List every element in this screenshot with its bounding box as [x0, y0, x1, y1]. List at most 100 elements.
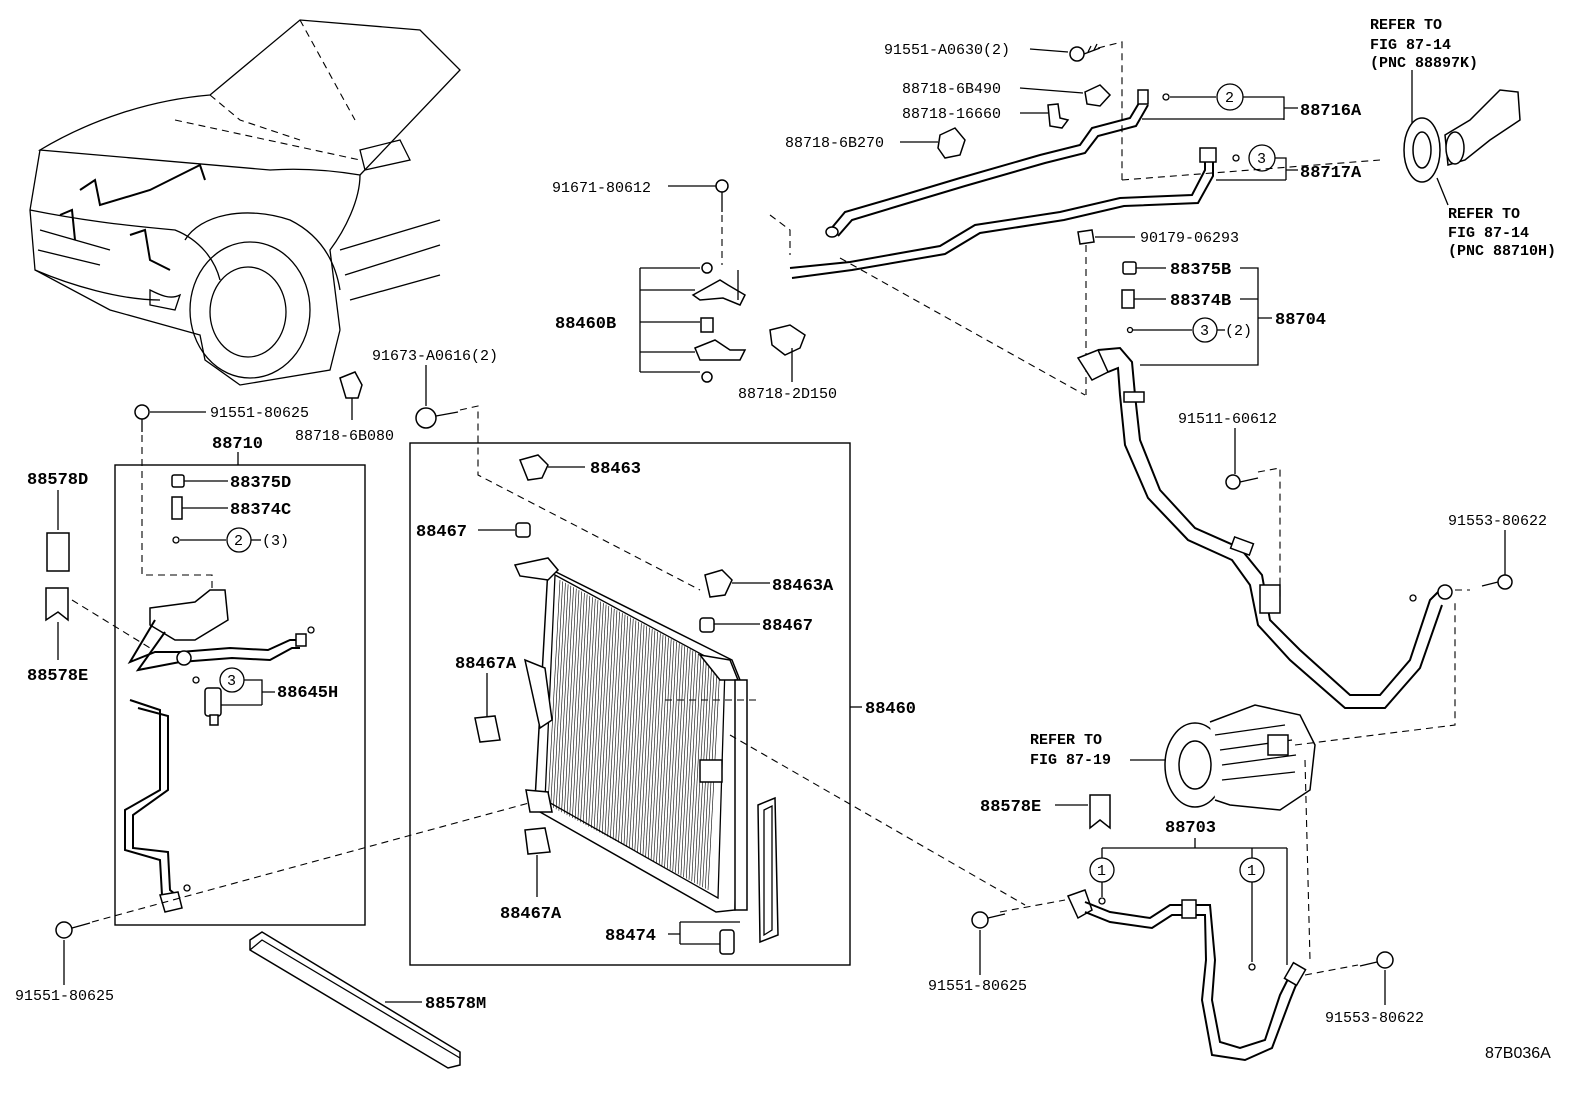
receiver-ring-part — [1403, 89, 1521, 183]
condenser-core — [513, 557, 748, 913]
condenser-fin-line — [672, 646, 686, 872]
nut-91553-80622-bottom — [1359, 951, 1394, 969]
valve-88374B — [1121, 289, 1135, 309]
condenser-fin-line — [626, 621, 639, 847]
note-refer-top-3: (PNC 88897K) — [1370, 55, 1478, 72]
bolt-91511-60612 — [1225, 474, 1259, 490]
condenser-fin-line — [612, 614, 626, 840]
bolt-91551-80625-right — [971, 911, 1006, 929]
switch-88645H — [192, 676, 222, 726]
label-88375D: 88375D — [230, 474, 291, 493]
callout-2-number: 2 — [1225, 90, 1234, 107]
label-91553-80622-bottom: 91553-80622 — [1325, 1010, 1424, 1027]
label-91673-A0616: 91673-A0616(2) — [372, 348, 498, 365]
compressor-assembly — [1164, 704, 1316, 811]
condenser-fin-line — [656, 637, 669, 863]
note-refer-top-2: FIG 87-14 — [1370, 37, 1451, 54]
side-seal — [757, 796, 779, 944]
label-88704: 88704 — [1275, 311, 1326, 330]
callout-3-number-c: 3 — [227, 673, 236, 690]
note-refer-mid-3: (PNC 88710H) — [1448, 243, 1556, 260]
label-88463: 88463 — [590, 460, 641, 479]
note-refer-mid-1: REFER TO — [1448, 206, 1520, 223]
receiver-88710 — [124, 589, 315, 913]
condenser-fin-line — [637, 627, 650, 853]
label-88467A-b: 88467A — [500, 905, 562, 924]
cushion-88467-b — [699, 617, 715, 633]
condenser-fin-line — [593, 604, 607, 830]
nut-91553-80622-top — [1481, 574, 1513, 590]
bracket-88460B — [691, 262, 747, 383]
cushion-88578D — [46, 532, 70, 572]
group-box-88710 — [114, 464, 366, 926]
condenser-fin-line — [601, 608, 615, 834]
condenser-fin-line — [691, 656, 705, 882]
label-88374C: 88374C — [230, 501, 291, 520]
condenser-fin-line — [574, 594, 588, 820]
group-box-88460 — [409, 442, 851, 966]
label-90179-06293: 90179-06293 — [1140, 230, 1239, 247]
clamp-88718-2D150 — [769, 324, 806, 356]
callout-3-number: 3 — [1257, 151, 1266, 168]
label-88374B: 88374B — [1170, 292, 1231, 311]
valve-core-88375B — [1122, 261, 1137, 275]
condenser-fin-line — [631, 624, 645, 850]
condenser-fin-line — [547, 579, 561, 806]
condenser-fin-line — [585, 600, 599, 826]
condenser-fin-line — [686, 653, 699, 879]
label-88718-16660: 88718-16660 — [902, 106, 1001, 123]
condenser-fin-line — [642, 630, 656, 856]
condenser-fin-line — [569, 591, 582, 817]
condenser-fin-line — [588, 601, 601, 827]
label-91551-80625-left: 91551-80625 — [15, 988, 114, 1005]
figure-id: 87B036A — [1485, 1045, 1551, 1062]
label-91511-60612: 91511-60612 — [1178, 411, 1277, 428]
condenser-fin-line — [577, 595, 591, 821]
condenser-fin-line — [675, 647, 688, 873]
cushion-88467A-b — [524, 827, 551, 855]
callout-1-number-a: 1 — [1097, 863, 1106, 880]
label-88474: 88474 — [605, 927, 656, 946]
label-88578M: 88578M — [425, 995, 486, 1014]
condenser-fin-line — [607, 611, 620, 837]
suction-hose-88703 — [1066, 889, 1307, 1062]
qty-3: (3) — [262, 533, 289, 550]
callout-3-number-b: 3 — [1200, 323, 1209, 340]
bolt-91551-80625-left — [55, 921, 91, 939]
clamp-88718-6B490 — [1084, 84, 1112, 107]
label-88645H: 88645H — [277, 684, 338, 703]
condenser-fin-line — [661, 640, 675, 866]
label-88718-6B490: 88718-6B490 — [902, 81, 1001, 98]
condenser-fin-line — [555, 584, 569, 810]
dryer-88474 — [719, 929, 735, 955]
condenser-fin-line — [664, 641, 677, 867]
label-88578D: 88578D — [27, 471, 88, 490]
condenser-fin-line — [550, 581, 564, 807]
condenser-fin-line — [553, 582, 566, 808]
label-91553-80622-top: 91553-80622 — [1448, 513, 1547, 530]
condenser-fin-line — [561, 587, 574, 813]
label-88718-6B080: 88718-6B080 — [295, 428, 394, 445]
label-91551-80625-right: 91551-80625 — [928, 978, 1027, 995]
clamp-88718-6B080 — [339, 371, 363, 399]
condenser-fin-line — [629, 623, 642, 849]
label-91671-80612: 91671-80612 — [552, 180, 651, 197]
label-88710: 88710 — [212, 435, 263, 454]
label-88578E-right: 88578E — [980, 798, 1041, 817]
label-88460B: 88460B — [555, 315, 616, 334]
condenser-fin-line — [669, 644, 683, 870]
label-88703: 88703 — [1165, 819, 1216, 838]
condenser-fin-line — [558, 585, 572, 811]
condenser-fin-line — [680, 650, 694, 876]
cushion-88578E-left — [45, 587, 69, 622]
condenser-fin-line — [677, 649, 691, 875]
bolt-91551-80625-top — [134, 404, 150, 432]
bracket-88463 — [518, 454, 549, 481]
bolt-91673-A0616 — [415, 407, 459, 429]
condenser-fin-line — [645, 631, 658, 857]
clamp-88718-6B270 — [937, 127, 966, 159]
condenser-fin-line — [620, 618, 634, 844]
condenser-fin-line — [648, 633, 661, 859]
label-88718-2D150: 88718-2D150 — [738, 386, 837, 403]
